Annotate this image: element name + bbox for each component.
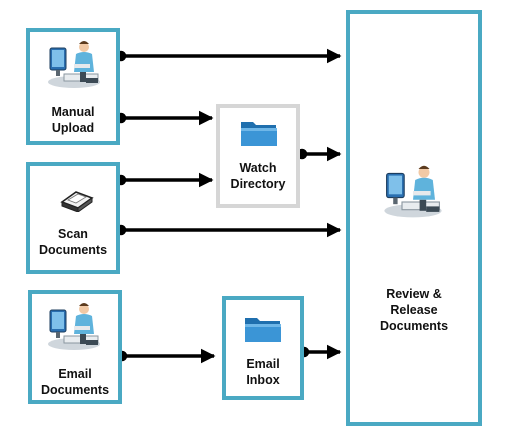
- arrow-scan-to-watch-directory: [115, 172, 214, 188]
- watch-directory-label-line2: Directory: [230, 177, 286, 191]
- review-release-box: Review & Release Documents: [346, 10, 482, 426]
- arrow-email-inbox-to-review: [298, 344, 342, 360]
- manual-upload-label-line2: Upload: [51, 121, 95, 135]
- email-documents-box: Email Documents: [28, 290, 122, 404]
- manual-upload-box: Manual Upload: [26, 28, 120, 145]
- arrow-scan-to-review: [115, 222, 342, 238]
- person-at-computer-icon: [384, 165, 442, 218]
- manual-upload-label-line1: Manual: [51, 105, 95, 119]
- arrow-watch-directory-to-review: [296, 146, 342, 162]
- person-at-computer-icon: [48, 303, 100, 350]
- email-inbox-label-line1: Email: [246, 357, 280, 371]
- arrow-manual-upload-to-review: [115, 48, 342, 64]
- arrow-manual-upload-to-watch-directory: [115, 110, 214, 126]
- watch-directory-label-line1: Watch: [239, 161, 277, 175]
- email-inbox-label-line2: Inbox: [246, 373, 280, 387]
- folder-icon: [245, 318, 281, 342]
- review-release-label-line1: Review &: [386, 287, 442, 301]
- scanner-icon: [60, 191, 94, 212]
- email-inbox-box: Email Inbox: [222, 296, 304, 400]
- scan-documents-box: Scan Documents: [26, 162, 120, 274]
- watch-directory-box: Watch Directory: [216, 104, 300, 208]
- scan-documents-label-line1: Scan: [58, 227, 88, 241]
- review-release-label-line3: Documents: [379, 319, 449, 333]
- arrow-email-documents-to-inbox: [116, 348, 216, 364]
- review-release-label-line2: Release: [390, 303, 438, 317]
- folder-icon: [241, 122, 277, 146]
- scan-documents-label-line2: Documents: [38, 243, 108, 257]
- email-documents-label-line1: Email: [58, 367, 92, 381]
- person-at-computer-icon: [48, 41, 100, 88]
- email-documents-label-line2: Documents: [40, 383, 110, 397]
